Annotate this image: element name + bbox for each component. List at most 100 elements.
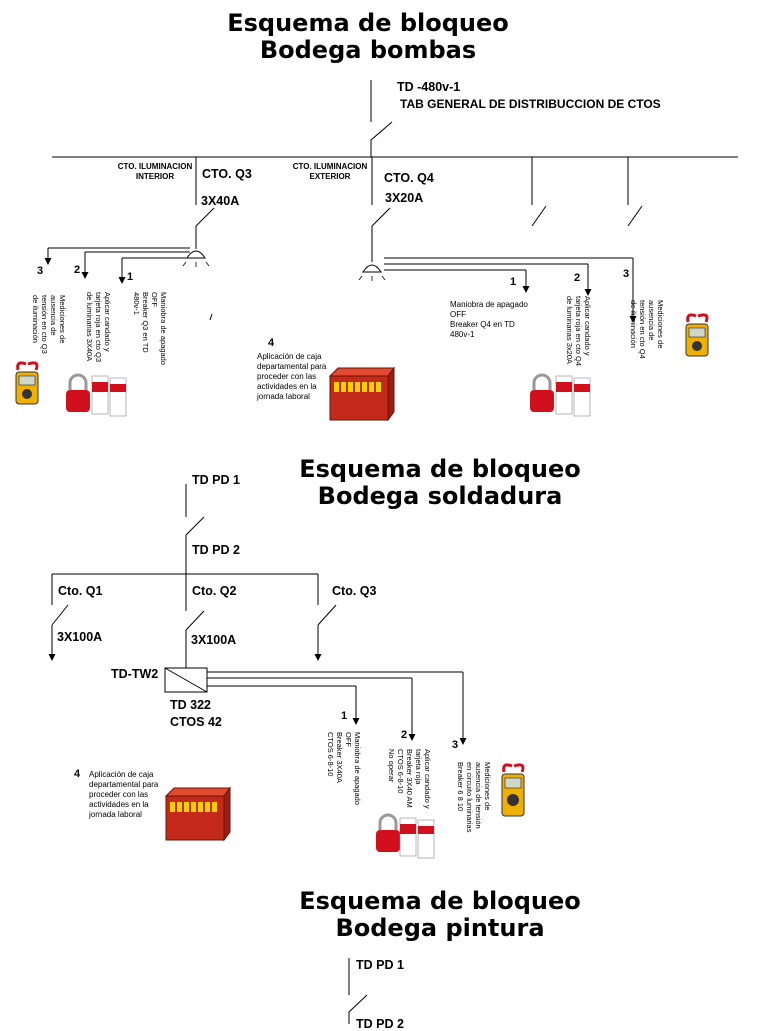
q4-caption-line2: EXTERIOR: [309, 172, 351, 181]
q4-multimeter-icon: [685, 313, 709, 357]
soldadura-step1-line1: Maniobra de apagado: [353, 732, 362, 805]
bombas-step4-line3: proceder con las: [257, 372, 317, 381]
soldadura-step2-line3: Breaker 3X40 AM: [405, 749, 414, 808]
q3-padlock-tag-icon: [66, 373, 127, 417]
q4-rating: 3X20A: [385, 191, 424, 205]
q4-step1-line2: OFF: [450, 310, 466, 319]
q4-step2-line1: Aplicar candado y: [583, 296, 592, 356]
q4-step1-text: Maniobra de apagado OFF Breaker Q4 en TD…: [450, 300, 528, 340]
q2-label: Cto. Q2: [192, 584, 237, 598]
soldadura-step4-line3: proceder con las: [89, 790, 149, 799]
soldadura-multimeter-icon: [501, 763, 525, 817]
spare-breaker-2: [627, 205, 643, 227]
soldadura-step2-line5: No operar: [387, 749, 396, 783]
q3-caption-line1: CTO. ILUMINACION: [117, 162, 193, 171]
bombas-step4-line4: actividades en la: [257, 382, 317, 391]
td-480v-label: TD -480v-1: [397, 80, 461, 94]
q3-step2-text: Aplicar candado y tarjeta roja en cto Q3…: [85, 292, 112, 362]
q3-step1-line1: Maniobra de apagado: [159, 292, 168, 365]
main-breaker-switch: [370, 121, 393, 141]
q3-step2-num: 2: [74, 264, 81, 276]
q3s-breaker-switch: [317, 604, 337, 626]
q4-caption-line1: CTO. ILUMINACION: [292, 162, 368, 171]
tdtw2-box: [164, 667, 208, 693]
soldadura-step3-num: 3: [452, 739, 459, 751]
bombas-step4-line1: Aplicación de caja: [257, 352, 322, 361]
q3-step3-line3: tensión en cto Q3: [40, 295, 49, 354]
q3-breaker-switch: [195, 207, 215, 227]
soldadura-step4-num: 4: [74, 768, 81, 780]
q3s-label: Cto. Q3: [332, 584, 377, 598]
q1-breaker-switch: [51, 604, 69, 626]
q4-step1-line3: Breaker Q4 en TD: [450, 320, 515, 329]
soldadura-tdpd1: TD PD 1: [192, 473, 240, 487]
soldadura-lockout-box-icon: [164, 786, 231, 842]
q4-step1-num: 1: [510, 276, 517, 288]
q3-step3-line2: ausencia de: [49, 295, 58, 336]
tdtw2-label: TD-TW2: [111, 667, 159, 681]
spare-breaker-1: [531, 205, 547, 227]
soldadura-step3-line1: Mediciones de: [483, 762, 492, 811]
soldadura-title-line2: Bodega soldadura: [317, 482, 563, 510]
soldadura-padlock-tag-icon: [376, 813, 435, 859]
pintura-tdpd1: TD PD 1: [356, 958, 404, 972]
q3-step2-line3: de luminarias 3X40A: [85, 292, 94, 362]
q4-label: CTO. Q4: [384, 171, 434, 185]
q4-lamp-icon: [358, 258, 386, 281]
soldadura-step4-line5: jornada laboral: [89, 810, 142, 819]
q2-breaker-switch: [185, 610, 205, 631]
q4-padlock-tag-icon: [530, 373, 591, 417]
pintura-title-line1: Esquema de bloqueo: [299, 887, 581, 915]
q4-step3-line4: de iluminación: [629, 300, 638, 348]
q3-rating: 3X40A: [201, 194, 240, 208]
bombas-step4-line2: departamental para: [257, 362, 327, 371]
q3-step2-line1: Aplicar candado y: [103, 292, 112, 352]
soldadura-step3-line4: Breaker 6 8 10: [456, 762, 465, 812]
bombas-step4-num: 4: [268, 337, 275, 349]
q4-step3-num: 3: [623, 268, 630, 280]
q3-lamp-icon: [182, 244, 210, 267]
q3-step3-line1: Mediciones de: [58, 295, 67, 344]
pintura-breaker-switch: [348, 994, 368, 1013]
soldadura-step2-num: 2: [401, 729, 408, 741]
soldadura-step4-text: Aplicación de caja departamental para pr…: [89, 770, 158, 820]
tdpd1-breaker-switch: [185, 516, 205, 536]
bombas-step4-text: Aplicación de caja departamental para pr…: [257, 352, 326, 402]
q3-multimeter-icon: [15, 361, 39, 405]
soldadura-step4-line2: departamental para: [89, 780, 159, 789]
q3-label: CTO. Q3: [202, 167, 252, 181]
bombas-title-line2: Bodega bombas: [259, 36, 477, 64]
q3-step1-line4: 480v-1: [132, 292, 141, 315]
bombas-step4-line5: jornada laboral: [257, 392, 310, 401]
q1-rating: 3X100A: [57, 630, 103, 644]
soldadura-step4-line1: Aplicación de caja: [89, 770, 154, 779]
soldadura-title-line1: Esquema de bloqueo: [299, 455, 581, 483]
soldadura-step3-text: Mediciones de ausencia de tensión en cir…: [456, 762, 492, 832]
q4-breaker-switch: [371, 207, 391, 227]
soldadura-step4-line4: actividades en la: [89, 800, 149, 809]
ctos42-label: CTOS 42: [170, 715, 222, 729]
q3-step3-num: 3: [37, 265, 44, 277]
q4-step2-line3: de luminarias 3x20A: [565, 296, 574, 364]
soldadura-title: Esquema de bloqueo Bodega soldadura: [290, 456, 590, 510]
td322-label: TD 322: [170, 698, 211, 712]
q4-step2-num: 2: [574, 272, 581, 284]
soldadura-step1-line2: OFF: [344, 732, 353, 747]
q3-caption: CTO. ILUMINACION INTERIOR: [110, 162, 200, 182]
q2-rating: 3X100A: [191, 633, 237, 647]
q4-step3-text: Mediciones de ausencia de tensión en cto…: [629, 300, 665, 359]
q3-step1-line2: OFF: [150, 292, 159, 307]
tab-general-label: TAB GENERAL DE DISTRIBUCCION DE CTOS: [400, 97, 661, 111]
soldadura-step1-num: 1: [341, 710, 348, 722]
q3-step1-line3: Breaker Q3 en TD: [141, 292, 150, 353]
pintura-tdpd2: TD PD 2: [356, 1017, 404, 1031]
soldadura-step2-line2: tarjeta roja: [414, 749, 423, 785]
soldadura-step2-text: Aplicar candado y tarjeta roja Breaker 3…: [387, 749, 432, 809]
soldadura-step2-line4: CTOS 6-8-10: [396, 749, 405, 794]
soldadura-step1-line4: CTOS 6-8-10: [326, 732, 335, 777]
q3-caption-line2: INTERIOR: [135, 172, 175, 181]
soldadura-step2-line1: Aplicar candado y: [423, 749, 432, 809]
soldadura-step1-line3: Breaker 3X40A: [335, 732, 344, 783]
pintura-title-line2: Bodega pintura: [335, 914, 545, 942]
soldadura-step3-line2: ausencia de tensión: [474, 762, 483, 829]
